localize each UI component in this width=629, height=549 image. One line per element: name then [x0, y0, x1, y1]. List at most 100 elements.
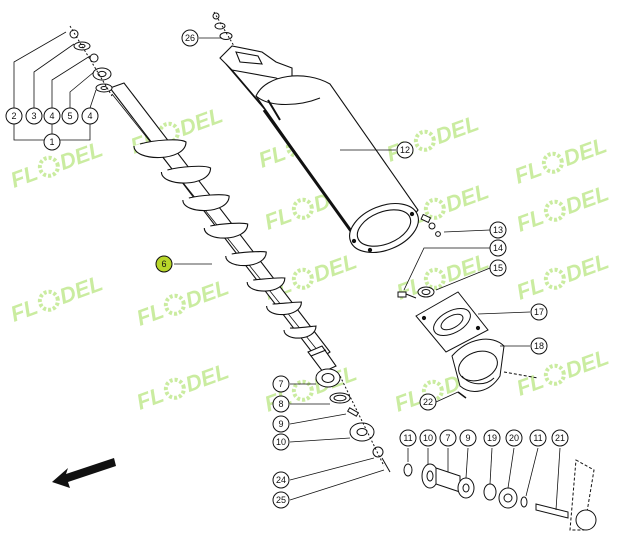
auger-flight: [203, 222, 249, 239]
callout-10: 10: [419, 429, 437, 447]
callout-8: 8: [272, 395, 290, 413]
callout-15: 15: [489, 259, 507, 277]
auger-flight: [133, 139, 187, 159]
svg-text:DEL: DEL: [442, 248, 492, 287]
callout-number: 7: [445, 433, 450, 443]
callout-circle: [419, 393, 437, 411]
callout-21: 21: [551, 429, 569, 447]
auger-flight: [283, 325, 317, 339]
callout-number: 26: [185, 33, 195, 43]
leader-lines: [13, 31, 561, 511]
fasteners-top-left: [69, 25, 113, 97]
svg-text:FL: FL: [133, 298, 167, 331]
callout-circle: [272, 375, 290, 393]
svg-text:FL: FL: [511, 156, 545, 189]
callout-4: 4: [43, 107, 61, 125]
svg-text:FL: FL: [255, 140, 289, 173]
callout-7: 7: [439, 429, 457, 447]
callout-10: 10: [272, 433, 290, 451]
callout-circle: [530, 303, 548, 321]
callout-4: 4: [81, 107, 99, 125]
callout-number: 8: [278, 399, 283, 409]
callout-circle: [5, 107, 23, 125]
callout-circle: [551, 429, 569, 447]
svg-text:DEL: DEL: [182, 274, 232, 313]
watermark-logo: FL DEL: [513, 248, 612, 304]
callout-circle: [272, 415, 290, 433]
callout-12: 12: [396, 141, 414, 159]
svg-text:DEL: DEL: [562, 248, 612, 287]
callout-number: 11: [533, 433, 542, 443]
svg-text:FL: FL: [7, 160, 41, 193]
callout-19: 19: [483, 429, 501, 447]
callout-number: 13: [493, 225, 503, 235]
callout-11: 11: [529, 429, 547, 447]
callout-13: 13: [489, 221, 507, 239]
callout-number: 15: [493, 263, 503, 273]
callout-circle: [489, 259, 507, 277]
callout-circle: [419, 429, 437, 447]
auger-flight: [225, 250, 267, 267]
callout-14: 14: [489, 239, 507, 257]
callout-circle: [272, 471, 290, 489]
svg-text:DEL: DEL: [562, 344, 612, 383]
callout-number: 4: [49, 111, 54, 121]
callout-number: 25: [276, 495, 286, 505]
fasteners-top: [212, 11, 235, 47]
callout-circle: [459, 429, 477, 447]
callout-circle: [25, 107, 43, 125]
callout-circle: [489, 221, 507, 239]
callout-number: 19: [487, 433, 497, 443]
callout-number: 12: [400, 145, 410, 155]
svg-text:DEL: DEL: [310, 248, 360, 287]
callout-number: 10: [423, 433, 433, 443]
callout-number: 20: [509, 433, 519, 443]
callout-9: 9: [272, 415, 290, 433]
arrow-icon: [52, 458, 116, 488]
watermark-logo: FL DEL: [133, 274, 232, 330]
callout-7: 7: [272, 375, 290, 393]
svg-text:DEL: DEL: [56, 136, 106, 175]
callout-number: 11: [403, 433, 412, 443]
callout-circle: [439, 429, 457, 447]
auger-tube: [219, 45, 419, 254]
callout-number: 3: [31, 111, 36, 121]
callout-circle: [272, 395, 290, 413]
callout-circle: [530, 337, 548, 355]
callout-circle: [181, 29, 199, 47]
bearing-parts: [315, 368, 391, 473]
svg-text:DEL: DEL: [442, 178, 492, 217]
callout-circle: [399, 429, 417, 447]
callout-18: 18: [530, 337, 548, 355]
svg-text:DEL: DEL: [176, 102, 226, 141]
callout-circle: [396, 141, 414, 159]
svg-text:FL: FL: [7, 294, 41, 327]
callout-number: 21: [555, 433, 565, 443]
callout-number: 9: [278, 419, 283, 429]
svg-text:FL: FL: [133, 382, 167, 415]
auger-flight: [266, 301, 302, 316]
svg-text:DEL: DEL: [432, 110, 482, 149]
callout-number: 7: [278, 379, 283, 389]
callout-number: 10: [276, 437, 286, 447]
callout-1: 1: [43, 133, 61, 151]
callout-9: 9: [459, 429, 477, 447]
callout-circle: [81, 107, 99, 125]
svg-text:FL: FL: [513, 272, 547, 305]
callout-number: 22: [423, 397, 433, 407]
callout-circle: [483, 429, 501, 447]
svg-text:FL: FL: [513, 204, 547, 237]
callout-number: 6: [161, 259, 166, 269]
callout-number: 5: [67, 111, 72, 121]
callout-number: 17: [534, 307, 544, 317]
gearbox-assembly: [397, 213, 539, 399]
callout-circle: [272, 433, 290, 451]
drive-shaft-parts: [403, 459, 597, 531]
